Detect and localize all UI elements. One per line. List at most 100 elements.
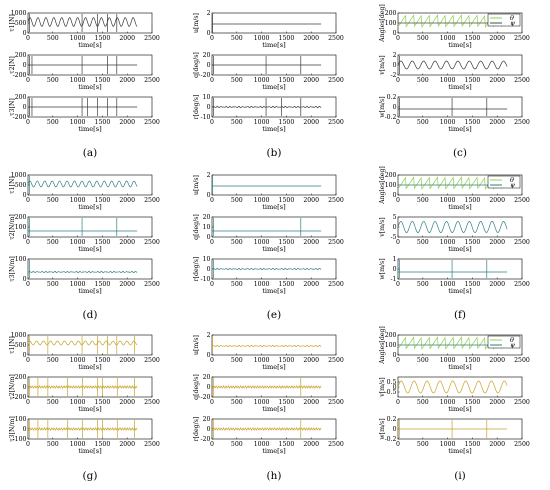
x-tick-label: 2000 [489,239,505,246]
x-tick-label: 1500 [465,119,481,126]
x-tick-label: 1000 [70,77,86,84]
x-tick-label: 1500 [95,441,111,448]
y-tick-label: -0.5 [385,389,397,396]
x-tick-label: 0 [210,357,214,364]
x-tick-label: 500 [231,357,243,364]
x-tick-label: 0 [396,35,400,42]
legend-label: θ [510,14,514,22]
x-tick-label: 0 [26,197,30,204]
legend [487,335,521,349]
y-tick-label: 20 [203,214,211,221]
x-tick-label: 500 [231,399,243,406]
x-tick-label: 2500 [328,197,344,204]
y-tick-label: 1000 [11,332,27,339]
panel-caption: (g) [83,470,98,482]
y-tick-label: 0.2 [387,416,397,423]
y-axis-label: Angles[deg] [379,4,386,43]
panel-caption: (e) [267,309,281,321]
x-tick-label: 2500 [328,441,344,448]
x-tick-label: 1000 [440,35,456,42]
series-line [27,180,138,188]
y-axis-label: v[m/s] [379,55,386,75]
y-tick-label: -200 [13,394,27,401]
x-tick-label: 500 [47,35,59,42]
x-tick-label: 2500 [144,399,160,406]
x-tick-label: 1500 [279,197,295,204]
x-tick-label: 1500 [95,399,111,406]
y-tick-label: 0 [393,384,397,391]
series-line [211,105,322,109]
x-tick-label: 2500 [144,197,160,204]
x-tick-label: 500 [231,197,243,204]
x-tick-label: 2500 [144,441,160,448]
x-tick-label: 0 [396,239,400,246]
x-tick-label: 2500 [144,357,160,364]
x-tick-label: 1500 [95,197,111,204]
y-axis-label: q[deg/s] [193,52,200,78]
x-tick-label: 500 [47,399,59,406]
legend-label: ψ [510,181,516,189]
x-tick-label: 0 [26,77,30,84]
series-line [397,220,508,234]
y-axis-label: τ1[N] [9,336,16,354]
plot-frame [27,174,153,196]
x-tick-label: 2500 [328,239,344,246]
x-tick-label: 0 [396,197,400,204]
x-tick-label: 2000 [489,77,505,84]
y-tick-label: 2 [207,332,211,339]
x-tick-label: 1000 [440,441,456,448]
x-tick-label: 1500 [465,239,481,246]
y-tick-label: 0 [23,352,27,359]
legend-label: ψ [510,19,516,27]
x-tick-label: 500 [47,77,59,84]
x-axis-label: time[s] [262,245,285,253]
y-axis-label: τ1[N] [9,176,16,194]
y-tick-label: 100 [385,182,397,189]
x-axis-label: time[s] [448,41,471,49]
y-tick-label: 200 [15,94,27,101]
x-tick-label: 500 [47,239,59,246]
y-tick-label: 0 [23,276,27,283]
y-axis-label: r[deg/s] [193,417,200,442]
x-tick-label: 2500 [514,77,530,84]
plot-frame [397,54,523,76]
x-axis-label: time[s] [78,203,101,211]
y-axis-label: v[m/s] [379,217,386,237]
y-tick-label: -100 [13,436,27,443]
x-tick-label: 2000 [303,441,319,448]
y-tick-label: 0 [207,234,211,241]
y-axis-label: w[m/s] [379,96,386,117]
x-axis-label: time[s] [262,447,285,455]
x-tick-label: 1000 [254,35,270,42]
y-tick-label: 0 [393,224,397,231]
x-tick-label: 500 [231,441,243,448]
series-line [397,380,508,394]
y-tick-label: 500 [15,20,27,27]
x-tick-label: 2000 [489,35,505,42]
y-tick-label: 200 [15,214,27,221]
x-tick-label: 2500 [144,35,160,42]
x-tick-label: 500 [417,281,429,288]
plot-frame [27,258,153,280]
x-tick-label: 1500 [95,281,111,288]
y-tick-label: -1 [390,276,396,283]
y-axis-label: τ3[N/m] [9,416,16,442]
x-tick-label: 1000 [440,239,456,246]
x-tick-label: 2000 [119,119,135,126]
x-tick-label: 0 [396,399,400,406]
x-tick-label: 0 [396,357,400,364]
y-tick-label: 0 [207,426,211,433]
x-tick-label: 0 [396,281,400,288]
x-tick-label: 500 [417,77,429,84]
x-tick-label: 2000 [303,197,319,204]
x-tick-label: 2000 [303,281,319,288]
